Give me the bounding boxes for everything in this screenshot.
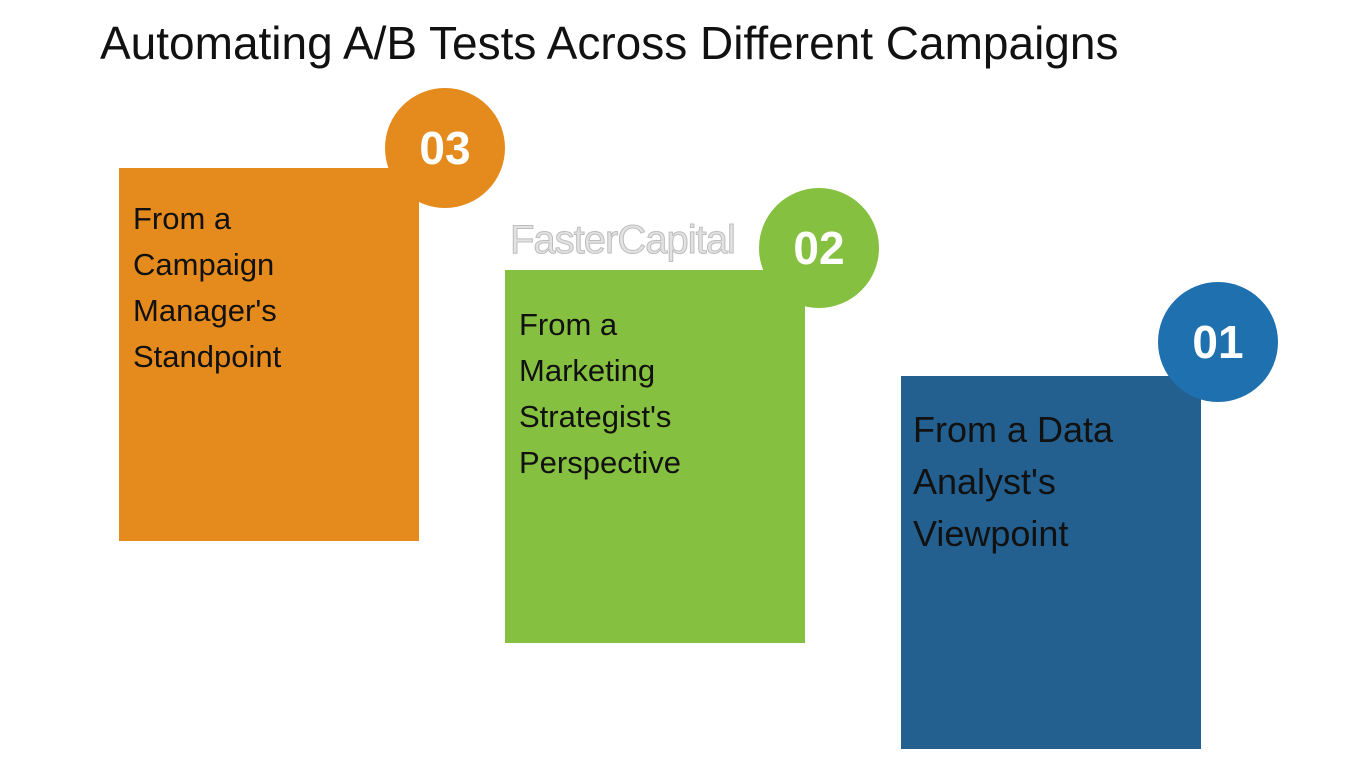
page-title: Automating A/B Tests Across Different Ca…	[100, 17, 1119, 69]
card-label: From a Marketing Strategist's Perspectiv…	[519, 302, 681, 486]
card-label-line: Manager's	[133, 293, 277, 328]
card-label-line: Strategist's	[519, 399, 672, 434]
card-campaign-manager: From a Campaign Manager's Standpoint	[119, 168, 419, 541]
card-data-analyst: From a Data Analyst's Viewpoint	[901, 376, 1201, 749]
card-label-line: Perspective	[519, 445, 681, 480]
card-label: From a Campaign Manager's Standpoint	[133, 196, 281, 380]
card-label-line: Standpoint	[133, 339, 282, 374]
card-label-line: Analyst's	[913, 461, 1056, 502]
step-number-badge: 03	[385, 88, 505, 208]
card-label-line: Campaign	[133, 247, 275, 282]
card-label: From a Data Analyst's Viewpoint	[913, 404, 1113, 560]
step-number-badge: 02	[759, 188, 879, 308]
card-label-line: From a	[519, 307, 618, 342]
step-number-badge: 01	[1158, 282, 1278, 402]
watermark: FasterCapital	[510, 218, 737, 263]
card-label-line: Viewpoint	[913, 513, 1069, 554]
card-label-line: Marketing	[519, 353, 656, 388]
card-label-line: From a	[133, 201, 232, 236]
card-marketing-strategist: From a Marketing Strategist's Perspectiv…	[505, 270, 805, 643]
card-label-line: From a Data	[913, 409, 1114, 450]
